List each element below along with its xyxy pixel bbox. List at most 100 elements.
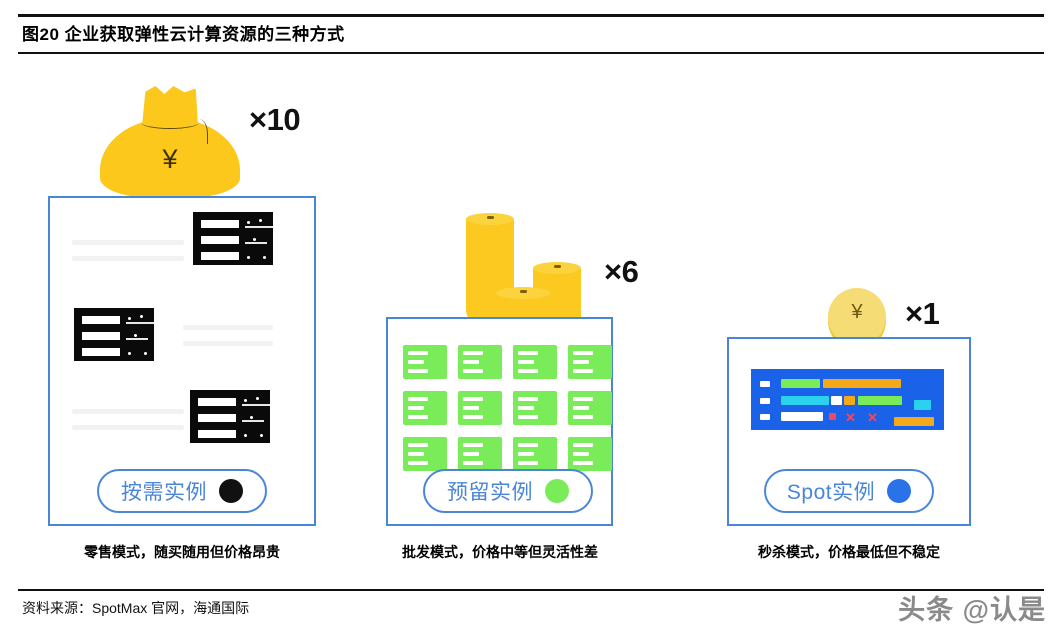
close-icon: ✕ — [845, 410, 856, 425]
dash-marker-red — [829, 413, 836, 420]
money-bag-tie — [141, 116, 199, 129]
header-rule-bottom — [18, 52, 1044, 54]
multiplier-reserved: ×6 — [604, 254, 639, 289]
instance-card — [513, 391, 557, 425]
status-dot-icon — [219, 479, 243, 503]
placeholder-line — [183, 325, 273, 330]
dash-bar-orange — [894, 417, 934, 426]
placeholder-line — [183, 341, 273, 346]
server-dot — [244, 399, 247, 402]
coin-notch — [520, 290, 527, 293]
single-coin-icon: ¥ — [828, 288, 886, 346]
yen-symbol: ¥ — [162, 144, 178, 174]
server-line — [242, 420, 264, 422]
instance-card-bar — [408, 369, 428, 373]
instance-card — [403, 391, 447, 425]
instance-card — [403, 345, 447, 379]
instance-card-bar — [573, 452, 589, 456]
instance-card — [513, 437, 557, 471]
server-row — [201, 219, 273, 229]
money-bag-icon: ¥ — [95, 86, 245, 198]
server-dot — [253, 238, 256, 241]
server-dot — [134, 334, 137, 337]
server-bar — [201, 236, 239, 244]
server-row — [198, 397, 270, 407]
caption-reserved: 批发模式，价格中等但灵活性差 — [402, 544, 598, 560]
server-dot — [250, 416, 253, 419]
coin-notch — [554, 265, 561, 268]
server-dot — [260, 434, 263, 437]
button-label: Spot实例 — [786, 481, 876, 504]
instance-card-bar — [408, 360, 424, 364]
instance-card-bar — [463, 415, 483, 419]
instance-card-bar — [573, 443, 593, 447]
footer-rule — [18, 589, 1044, 591]
instance-card — [403, 437, 447, 471]
instance-card-bar — [408, 461, 428, 465]
dash-bar-cyan — [914, 400, 931, 410]
server-line — [126, 322, 154, 324]
dash-marker — [760, 381, 770, 387]
instance-card-bar — [463, 397, 483, 401]
server-dot — [247, 256, 250, 259]
multiplier-spot: ×1 — [905, 296, 940, 331]
instance-card-bar — [408, 443, 428, 447]
button-spot-instance[interactable]: Spot实例 — [764, 469, 934, 513]
instance-card-bar — [518, 397, 538, 401]
button-label: 按需实例 — [121, 481, 207, 504]
coin-top-ellipse — [533, 262, 581, 274]
instance-card — [568, 345, 612, 379]
server-icon — [193, 212, 273, 265]
server-line — [245, 226, 273, 228]
status-dot-icon — [887, 479, 912, 503]
instance-card-bar — [463, 406, 479, 410]
server-icon — [190, 390, 270, 443]
server-dot — [259, 219, 262, 222]
instance-card — [458, 391, 502, 425]
multiplier-retail: ×10 — [249, 102, 301, 137]
dash-marker — [760, 414, 770, 420]
server-line — [245, 242, 267, 244]
instance-card-bar — [573, 360, 589, 364]
instance-card — [458, 345, 502, 379]
instance-card-bar — [408, 452, 424, 456]
server-row — [198, 429, 263, 439]
placeholder-line — [72, 240, 184, 245]
instance-card-bar — [408, 397, 428, 401]
server-line — [242, 404, 270, 406]
server-dot — [244, 434, 247, 437]
instance-card — [568, 391, 612, 425]
instance-card — [458, 437, 502, 471]
instance-card-bar — [463, 461, 483, 465]
watermark: 头条 @认是 — [898, 595, 1046, 625]
instance-card-bar — [573, 369, 593, 373]
instance-card-bar — [573, 397, 593, 401]
instance-card-bar — [463, 443, 483, 447]
server-bar — [198, 430, 236, 438]
server-bar — [198, 414, 236, 422]
server-dot — [128, 352, 131, 355]
money-bag-tie-tail — [193, 119, 208, 144]
instance-card-bar — [518, 443, 538, 447]
server-row — [201, 235, 267, 245]
instance-card-bar — [573, 415, 593, 419]
server-bar — [82, 316, 120, 324]
caption-spot: 秒杀模式，价格最低但不稳定 — [758, 544, 940, 560]
server-dot — [256, 397, 259, 400]
instance-card-bar — [463, 369, 483, 373]
dash-bar-orange — [823, 379, 901, 388]
dash-marker — [760, 398, 770, 404]
server-row — [82, 347, 147, 357]
server-dot — [247, 221, 250, 224]
coin-top-ellipse — [466, 213, 514, 225]
dash-bar-white — [831, 396, 842, 405]
coin-stack-icon — [466, 213, 514, 329]
money-bag-body — [100, 118, 240, 198]
button-reserved-instance[interactable]: 预留实例 — [423, 469, 593, 513]
button-on-demand-instance[interactable]: 按需实例 — [97, 469, 267, 513]
instance-card-bar — [518, 452, 534, 456]
placeholder-line — [72, 256, 184, 261]
instance-card-bar — [518, 351, 538, 355]
instance-card — [513, 345, 557, 379]
placeholder-line — [72, 409, 184, 414]
